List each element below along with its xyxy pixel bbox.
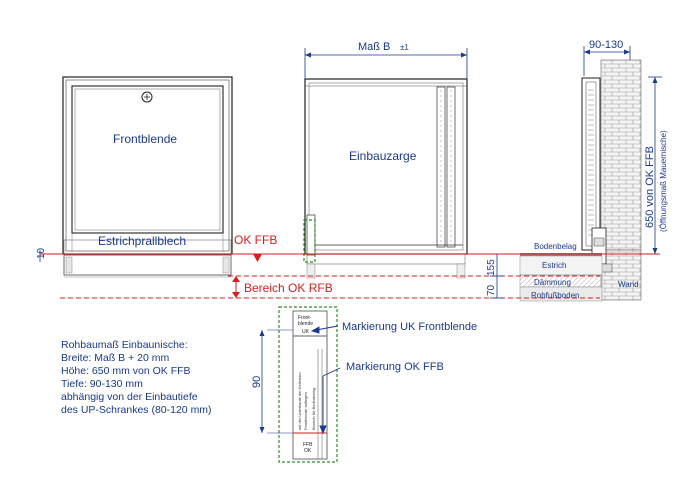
detail-top-line-2: blende bbox=[298, 321, 313, 327]
raw-floor bbox=[519, 286, 603, 302]
markierung-uk-label: Markierung UK Frontblende bbox=[342, 321, 477, 333]
dim-155-label: 155 bbox=[486, 259, 497, 276]
mounting-frame bbox=[304, 78, 468, 279]
detail-view bbox=[267, 306, 338, 463]
detail-vertical-2: Frontblende auflegen bbox=[303, 392, 308, 430]
detail-bottom-line-2: OK bbox=[304, 448, 312, 454]
detail-top-line-1: Front- bbox=[298, 315, 312, 321]
section-view bbox=[519, 59, 642, 302]
mass-b-label: Maß B bbox=[358, 41, 390, 53]
estrich-label: Estrich bbox=[542, 261, 566, 270]
dim-10-label: 10 bbox=[36, 247, 47, 259]
wand-label: Wand bbox=[618, 280, 639, 289]
ok-ffb-label: OK FFB bbox=[234, 233, 277, 247]
dimension-lines bbox=[39, 46, 662, 433]
depth-dimension: 90-130 bbox=[589, 39, 623, 51]
estrichprallblech-label: Estrichprallblech bbox=[98, 234, 186, 248]
bereich-ok-rfb-label: Bereich OK RFB bbox=[244, 281, 333, 295]
note-line: Breite: Maß B + 20 mm bbox=[61, 352, 169, 364]
detail-vertical-3: Bereich für Bodenbelag bbox=[311, 388, 316, 430]
daemmung-label: Dämmung bbox=[534, 278, 571, 287]
marker-highlight bbox=[303, 219, 316, 263]
dim-90-label: 90 bbox=[251, 376, 263, 388]
note-line: des UP-Schrankes (80-120 mm) bbox=[61, 404, 212, 416]
screed-guard-plate bbox=[63, 254, 232, 276]
einbauzarge-label: Einbauzarge bbox=[349, 149, 417, 163]
rohfussboden-label: Rohfußboden bbox=[531, 291, 579, 300]
notes-block: Rohbaumaß Einbaunische: Breite: Maß B + … bbox=[61, 339, 212, 416]
bodenbelag-label: Bodenbelag bbox=[534, 242, 577, 251]
height-subtitle: (Öffnungsmaß Mauernische) bbox=[659, 130, 668, 232]
mass-b-tolerance: ±1 bbox=[400, 43, 409, 52]
note-line: Tiefe: 90-130 mm bbox=[61, 378, 143, 390]
detail-bottom-line-1: FFB bbox=[303, 442, 313, 448]
frontblende-label: Frontblende bbox=[113, 132, 177, 146]
note-line: abhängig von der Einbautiefe bbox=[61, 391, 198, 403]
callout-arrows bbox=[310, 325, 341, 435]
detail-vertical-1: mit der Unterkante der Kellernim bbox=[297, 372, 302, 430]
dim-70-label: 70 bbox=[486, 284, 497, 296]
note-line: Höhe: 650 mm von OK FFB bbox=[61, 365, 191, 377]
markierung-ok-label: Markierung OK FFB bbox=[346, 361, 444, 373]
detail-top-line-3: UK bbox=[302, 329, 310, 335]
ok-ffb-marker-icon bbox=[253, 254, 262, 262]
brick-wall bbox=[600, 59, 642, 251]
front-cabinet bbox=[62, 76, 233, 278]
range-up-arrow-icon bbox=[232, 276, 240, 282]
note-line: Rohbaumaß Einbaunische: bbox=[61, 339, 188, 351]
height-dimension: 650 von OK FFB bbox=[644, 146, 656, 228]
range-down-arrow-icon bbox=[232, 292, 240, 298]
